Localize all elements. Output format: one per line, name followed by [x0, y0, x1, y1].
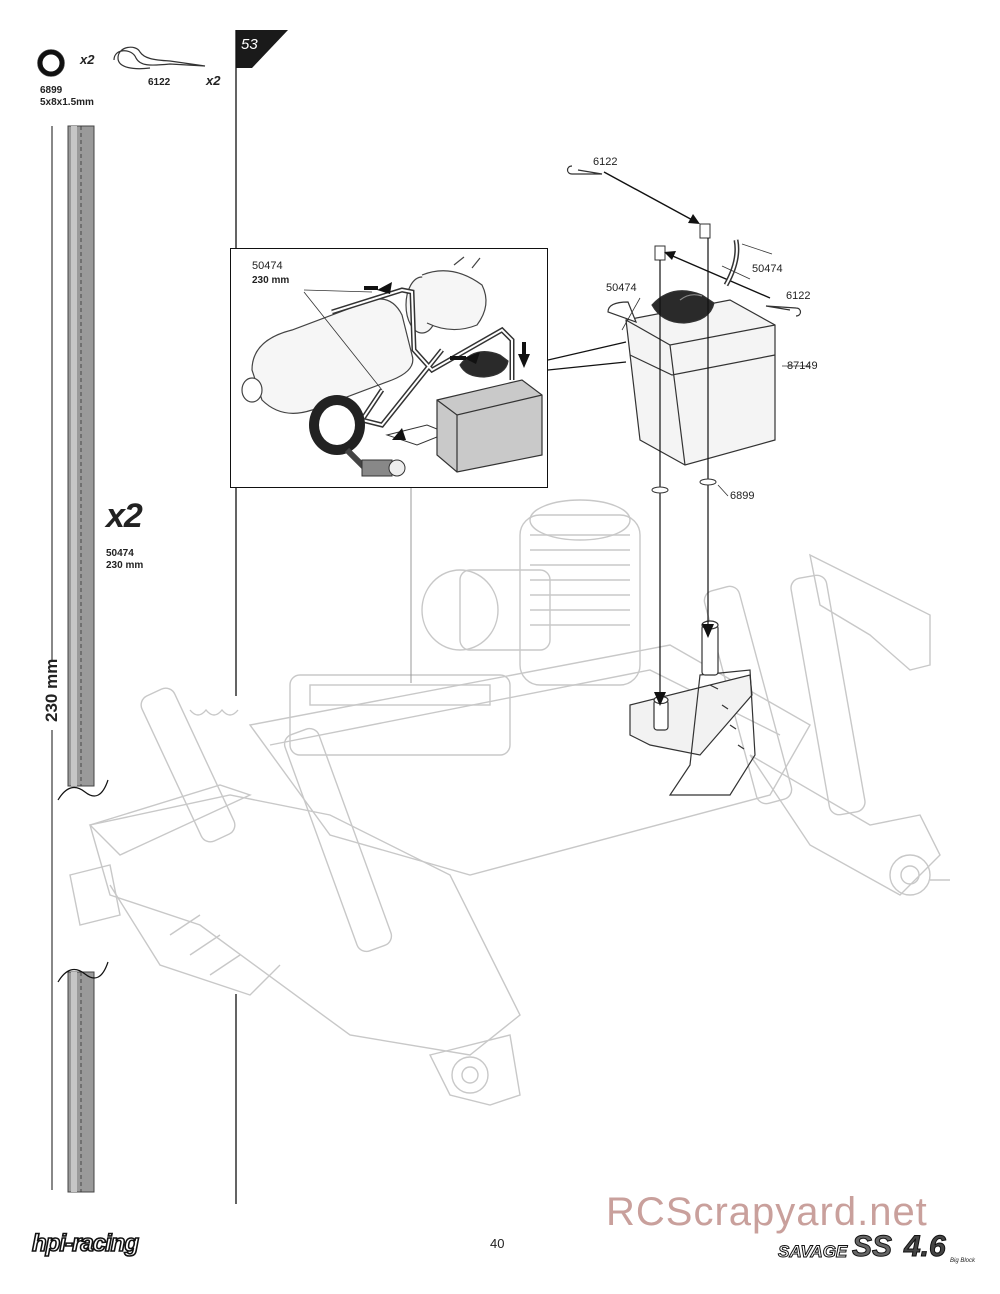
washer-qty: x2: [80, 52, 95, 67]
callout-clip-top: 6122: [593, 156, 618, 168]
fuel-hose-scale-guide: [51, 125, 109, 1193]
callout-tank: 87149: [787, 360, 818, 372]
logo-savage: SAVAGE: [777, 1242, 848, 1262]
hpi-racing-logo: hpi-racing: [31, 1229, 140, 1258]
body-clip-icon: [113, 46, 206, 70]
step-number: 53: [241, 36, 258, 53]
inset-guide-line: [410, 488, 412, 683]
logo-big-block: Big Block: [950, 1258, 976, 1264]
callout-clip-right: 6122: [786, 290, 811, 302]
hose-part-id: 50474: [106, 548, 134, 559]
page-number: 40: [490, 1236, 505, 1251]
inset-part-id: 50474: [252, 260, 283, 272]
o-ring-washer-icon: [37, 49, 65, 77]
inset-illustration: [241, 256, 543, 477]
parts-header: x2 6899 5x8x1.5mm 6122 x2: [30, 40, 230, 110]
watermark: RCScrapyard.net: [606, 1190, 928, 1234]
logo-46: 4.6: [904, 1230, 947, 1264]
logo-ss: SS: [851, 1230, 893, 1264]
washer-size: 5x8x1.5mm: [40, 97, 94, 108]
body-clip-top-icon: [566, 165, 603, 175]
washer-part-id: 6899: [40, 85, 63, 96]
callout-hose-left: 50474: [606, 282, 637, 294]
hose-qty: x2: [106, 497, 143, 535]
chassis-illustration: [69, 499, 950, 1106]
callout-hose-right: 50474: [752, 263, 783, 275]
savage-ss-logo: SAVAGE SS 4.6 Big Block: [777, 1230, 978, 1270]
fuel-tank-exploded-view: [566, 165, 810, 706]
step-divider-lower: [235, 994, 237, 1204]
inset-connector: [548, 341, 627, 371]
hose-part-length: 230 mm: [106, 560, 144, 571]
callout-washer: 6899: [730, 490, 755, 502]
body-clip-right-icon: [765, 305, 802, 317]
inset-part-length: 230 mm: [252, 275, 290, 286]
clip-part-id: 6122: [148, 77, 171, 88]
clip-qty: x2: [206, 73, 221, 88]
